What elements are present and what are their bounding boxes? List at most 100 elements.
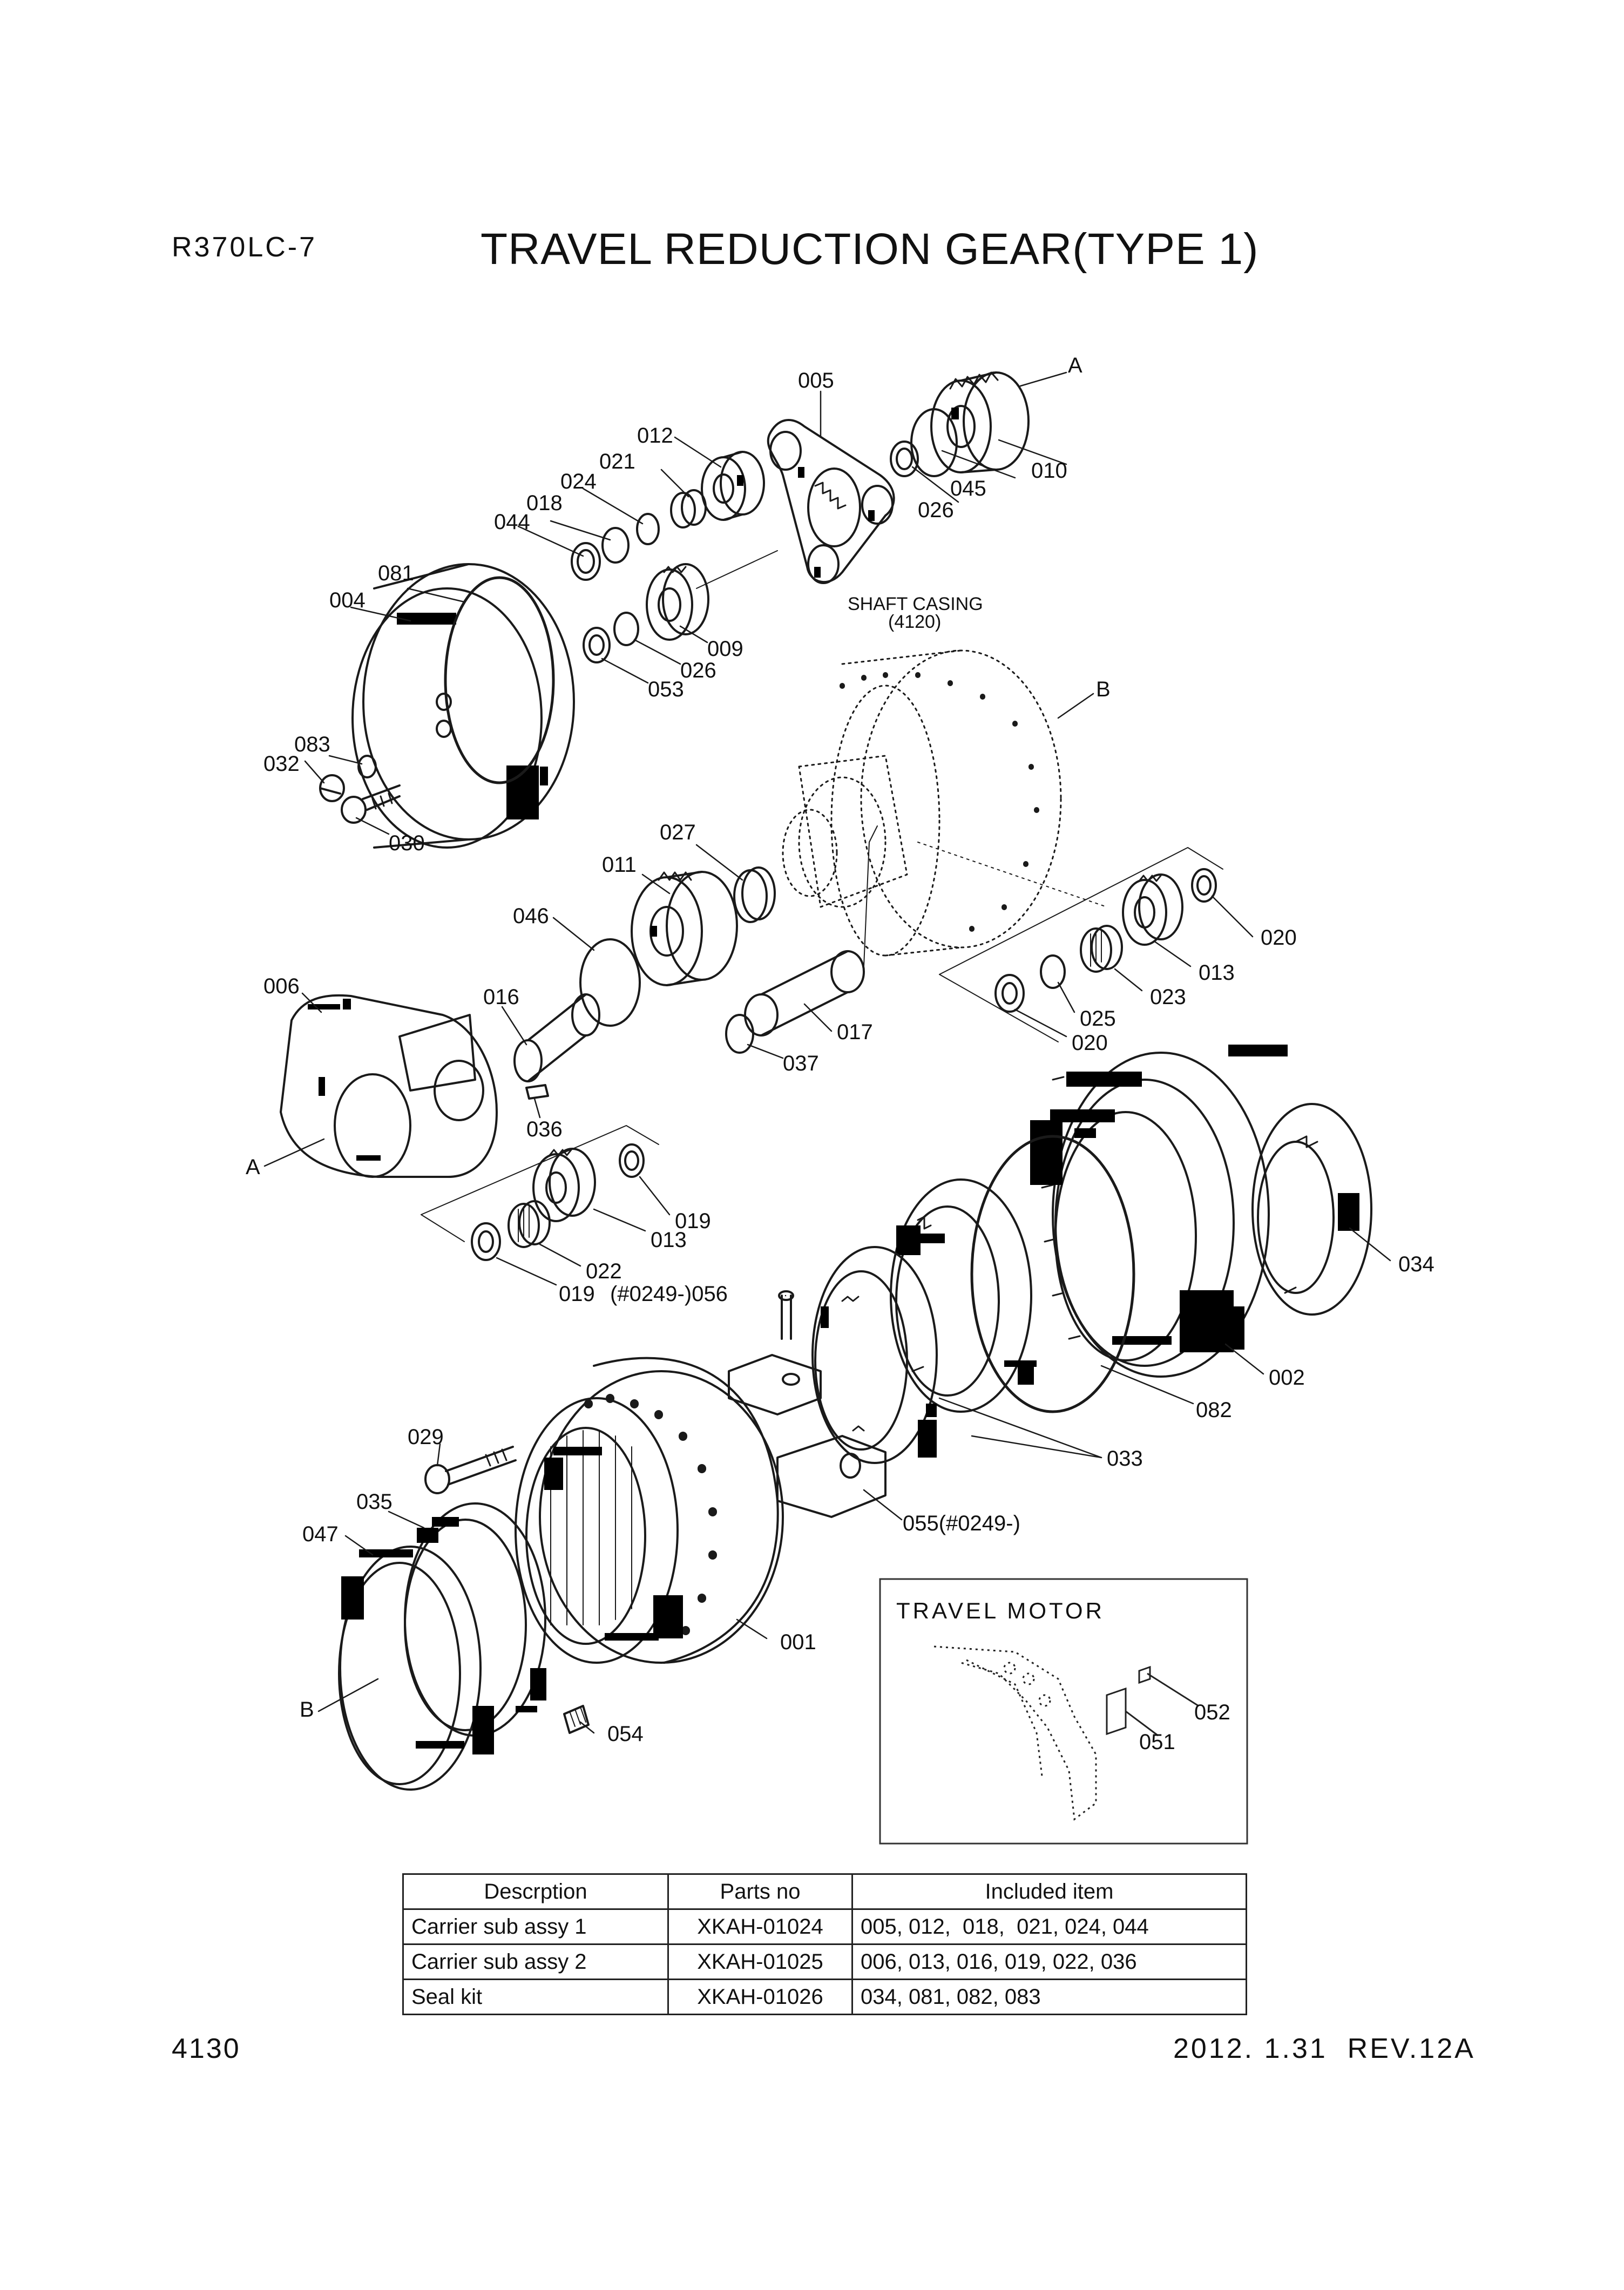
column-header-parts-no: Parts no: [667, 1873, 853, 1910]
washer-024: [636, 513, 660, 545]
table-row: Seal kit XKAH-01026 034, 081, 082, 083: [402, 1979, 1247, 2015]
label-081: 081: [378, 561, 414, 585]
seal-034: [1228, 1045, 1372, 1316]
label-004: 004: [329, 588, 366, 612]
page-title: TRAVEL REDUCTION GEAR(TYPE 1): [481, 225, 1259, 274]
label-082: 082: [1196, 1398, 1232, 1422]
row-parts-no: XKAH-01025: [667, 1943, 853, 1980]
label-a-left: A: [246, 1155, 260, 1179]
label-b-right: B: [1096, 677, 1111, 701]
gear-013-right: [1122, 873, 1183, 946]
label-056: (#0249-)056: [610, 1282, 728, 1306]
label-045: 045: [950, 477, 986, 500]
column-header-included-item: Included item: [851, 1873, 1247, 1910]
label-052: 052: [1194, 1700, 1230, 1724]
label-013-right: 013: [1199, 961, 1235, 985]
shaft-casing-number: (4120): [888, 612, 941, 632]
seal-047: [338, 1546, 494, 1791]
hub-002: [1030, 1052, 1270, 1378]
label-030: 030: [389, 831, 425, 855]
row-parts-no: XKAH-01024: [667, 1908, 853, 1945]
label-036: 036: [526, 1117, 563, 1141]
pin-017: [744, 950, 865, 1036]
label-055: 055(#0249-): [903, 1512, 1020, 1535]
washer-026: [890, 441, 919, 477]
plug-032: [319, 774, 345, 802]
travel-motor-title: TRAVEL MOTOR: [896, 1598, 1105, 1623]
gear-010: [930, 371, 1030, 473]
label-034: 034: [1398, 1252, 1434, 1276]
label-a-top: A: [1068, 354, 1082, 377]
washer-044: [571, 542, 601, 581]
label-010: 010: [1031, 459, 1067, 483]
label-019-left: 019: [559, 1282, 595, 1306]
washer-018: [601, 527, 630, 564]
row-parts-no: XKAH-01026: [667, 1979, 853, 2015]
column-header-description: Descrption: [402, 1873, 669, 1910]
label-044: 044: [494, 510, 530, 534]
oring-081: [444, 576, 555, 784]
row-included: 006, 013, 016, 019, 022, 036: [851, 1943, 1247, 1980]
label-011: 011: [602, 853, 637, 877]
carrier-006: [280, 994, 498, 1178]
label-019-right: 019: [675, 1209, 711, 1233]
travel-motor-inset: TRAVEL MOTOR 052 051: [879, 1578, 1248, 1845]
shaft-casing-4120: [782, 649, 1062, 957]
bearing-033: [811, 1178, 1037, 1464]
oring-046: [579, 938, 641, 1027]
oring-045: [910, 408, 958, 477]
label-020-left: 020: [1072, 1031, 1108, 1055]
kit-table-header: Descrption Parts no Included item: [402, 1873, 1247, 1910]
washer-053: [583, 627, 611, 663]
label-020-right: 020: [1261, 926, 1297, 950]
label-017: 017: [837, 1020, 873, 1044]
label-027: 027: [660, 821, 696, 844]
gear-011: [631, 871, 738, 986]
revision-date: 2012. 1.31 REV.12A: [1173, 2033, 1476, 2064]
bolt-030: [341, 784, 401, 824]
washer-019-left: [471, 1222, 501, 1261]
label-022: 022: [586, 1259, 622, 1283]
gear-009: [646, 563, 709, 641]
washer-020-right: [1191, 868, 1217, 903]
kit-table: Descrption Parts no Included item Carrie…: [402, 1873, 1247, 2015]
label-032: 032: [263, 752, 300, 776]
label-033: 033: [1107, 1447, 1143, 1471]
gear-013-left: [532, 1148, 596, 1222]
label-009: 009: [707, 637, 743, 661]
spring-pin-036: [525, 1084, 549, 1100]
label-023: 023: [1150, 985, 1186, 1009]
page-number: 4130: [172, 2033, 241, 2064]
label-026-mid: 026: [680, 659, 716, 682]
part-labels: 005 A 012 021 024 018 044 045 010 026 08…: [246, 354, 1434, 1746]
row-included: 034, 081, 082, 083: [851, 1979, 1247, 2015]
model-code: R370LC-7: [172, 232, 317, 263]
shaft-casing-label: SHAFT CASING: [848, 594, 983, 614]
snap-ring-037: [725, 1014, 754, 1054]
washer-026b: [613, 612, 639, 646]
label-025: 025: [1080, 1007, 1116, 1031]
label-b-left: B: [300, 1698, 314, 1722]
washer-025: [1040, 954, 1066, 989]
label-037: 037: [783, 1052, 819, 1075]
plug-054: [563, 1705, 590, 1734]
label-046: 046: [513, 904, 549, 928]
cover-004: [351, 563, 575, 849]
washer-019-right: [619, 1143, 645, 1178]
pin-016: [513, 993, 600, 1082]
carrier-005: [767, 419, 895, 584]
table-row: Carrier sub assy 2 XKAH-01025 006, 013, …: [402, 1943, 1247, 1980]
label-006: 006: [263, 974, 300, 998]
label-026-top: 026: [918, 498, 954, 522]
needle-bearing-021: [670, 492, 696, 529]
label-053: 053: [648, 677, 684, 701]
seal-035: [404, 1502, 546, 1737]
washer-020-left: [994, 974, 1025, 1013]
label-051: 051: [1139, 1730, 1175, 1754]
label-054: 054: [607, 1722, 644, 1746]
table-row: Carrier sub assy 1 XKAH-01024 005, 012, …: [402, 1908, 1247, 1945]
row-description: Carrier sub assy 2: [402, 1943, 669, 1980]
label-001: 001: [780, 1630, 816, 1654]
oring-083: [357, 755, 377, 778]
